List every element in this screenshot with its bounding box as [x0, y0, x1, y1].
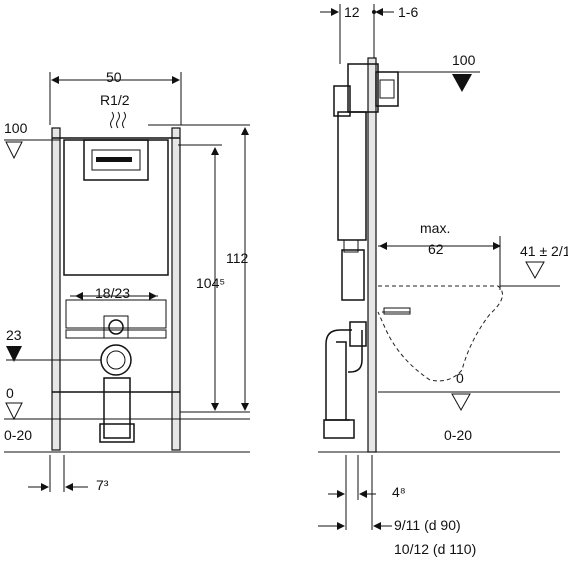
thread-label: R1/2: [100, 92, 130, 108]
pipe-depth-label-2: 10/12 (d 110): [394, 541, 476, 557]
depth-label: 12: [344, 4, 360, 20]
projection-label: 62: [428, 241, 444, 257]
level-marker-icon: [525, 261, 545, 280]
adjust-label: 1-6: [398, 4, 418, 20]
level-marker-icon: [5, 141, 23, 160]
floor-label: 0: [6, 385, 14, 401]
flush-plate: [83, 139, 149, 181]
side-frame-post: [367, 57, 377, 453]
side-cistern: [337, 111, 367, 241]
side-floor-range-label: 0-20: [444, 427, 472, 443]
span-label: 18/23: [95, 285, 130, 301]
front-view: 50 R1/2 18/23: [4, 69, 250, 493]
level-marker-icon: [451, 393, 471, 412]
drain-pipe-top: [100, 344, 132, 376]
inner-height-label: 104⁵: [196, 275, 225, 291]
max-label: max.: [420, 220, 450, 236]
level-marker-filled-icon: [452, 74, 472, 92]
bowl-height-label: 41 ± 2/1: [520, 243, 568, 259]
level-marker-filled-icon: [6, 346, 22, 362]
foot-offset-label: 7³: [96, 477, 109, 493]
floor-range-label: 0-20: [4, 427, 32, 443]
frame-left-post: [51, 127, 61, 451]
water-wave-icon: [110, 111, 114, 129]
side-floor-label: 0: [456, 370, 464, 386]
pipe-offset-label: 4⁸: [392, 484, 406, 500]
top-floor-label: 100: [4, 120, 28, 136]
drain-pipe: [325, 329, 352, 421]
pipe-depth-label-1: 9/11 (d 90): [394, 517, 461, 533]
side-view: 12 1-6 100 max. 62 41 ± 2/1: [318, 4, 568, 557]
width-label: 50: [106, 69, 122, 85]
level-marker-icon: [5, 402, 23, 421]
frame-right-post: [171, 127, 181, 451]
top-label: 100: [452, 52, 476, 68]
wc-bowl-outline: [377, 285, 503, 382]
pipe-height-label: 23: [6, 327, 22, 343]
total-height-label: 112: [226, 250, 249, 266]
